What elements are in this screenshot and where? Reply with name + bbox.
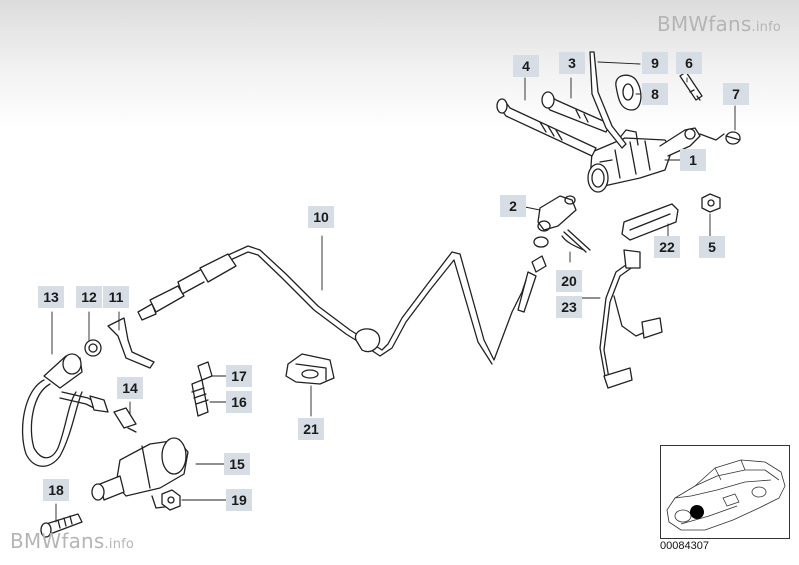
callout-3[interactable]: 3 [559, 52, 585, 74]
callout-10[interactable]: 10 [308, 206, 334, 228]
callout-13[interactable]: 13 [38, 286, 64, 308]
pin-6 [679, 71, 703, 101]
callout-8[interactable]: 8 [642, 83, 668, 105]
fitting-14 [113, 407, 137, 433]
clip-7 [725, 131, 741, 145]
bolt-3 [541, 91, 611, 133]
ring-12 [84, 339, 102, 357]
nut-19 [161, 489, 181, 511]
bleeder-16 [191, 361, 213, 417]
master-cylinder [587, 127, 725, 193]
clutch-pipe-10 [137, 245, 527, 365]
bracket-21 [285, 353, 335, 385]
wiring-23 [599, 249, 663, 389]
callout-1[interactable]: 1 [680, 149, 706, 171]
watermark-top: BMWfans.info [657, 12, 781, 36]
connector-2 [537, 195, 577, 232]
location-inset [660, 445, 790, 539]
callout-19[interactable]: 19 [226, 489, 252, 511]
bracket-11 [107, 317, 155, 369]
callout-14[interactable]: 14 [117, 377, 143, 399]
callout-9[interactable]: 9 [642, 52, 668, 74]
pipe-fitting [517, 255, 547, 313]
bolt-18 [40, 513, 83, 538]
callout-7[interactable]: 7 [723, 83, 749, 105]
watermark-suffix: .info [751, 20, 781, 35]
watermark-bottom: BMWfans.info [10, 529, 134, 553]
document-number: 00084307 [660, 540, 709, 552]
bolt-4 [496, 98, 597, 157]
callout-18[interactable]: 18 [43, 479, 69, 501]
callout-5[interactable]: 5 [699, 236, 725, 258]
callout-23[interactable]: 23 [556, 296, 582, 318]
callout-20[interactable]: 20 [556, 270, 582, 292]
callout-21[interactable]: 21 [298, 418, 324, 440]
callout-11[interactable]: 11 [103, 286, 129, 308]
callout-6[interactable]: 6 [676, 52, 702, 74]
callout-12[interactable]: 12 [76, 286, 102, 308]
watermark-brand: BMWfans [10, 529, 105, 553]
watermark-suffix: .info [104, 537, 135, 552]
callout-15[interactable]: 15 [224, 453, 250, 475]
watermark-brand: BMWfans [656, 12, 752, 36]
hose-9 [589, 51, 627, 149]
car-outline-icon [666, 459, 786, 531]
sealing-ring [533, 236, 549, 248]
callout-17[interactable]: 17 [226, 365, 252, 387]
nut-5 [701, 193, 721, 213]
callout-2[interactable]: 2 [500, 195, 526, 217]
callout-16[interactable]: 16 [226, 391, 252, 413]
location-marker-icon [690, 505, 704, 519]
callout-4[interactable]: 4 [513, 55, 539, 77]
hose-13 [21, 353, 109, 467]
spring-clip-20 [561, 229, 591, 253]
bracket-22 [621, 203, 679, 241]
callout-22[interactable]: 22 [654, 236, 680, 258]
grommet-8 [615, 74, 642, 111]
